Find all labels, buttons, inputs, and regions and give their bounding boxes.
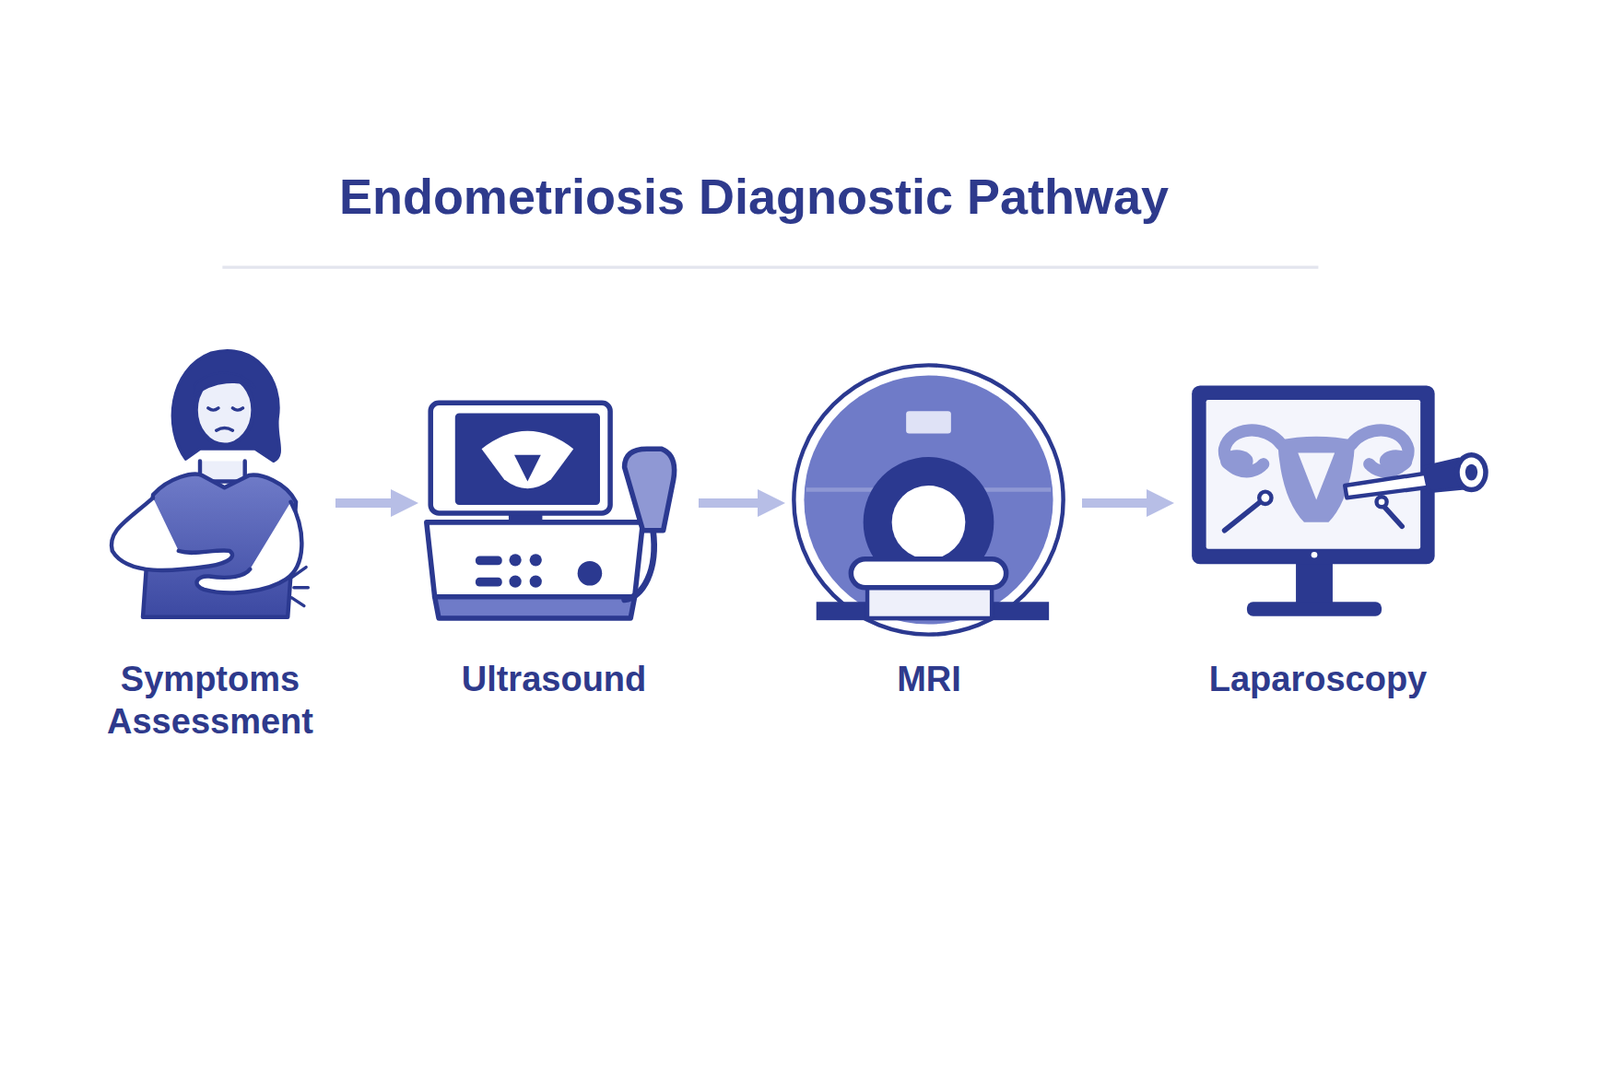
pathway-step: Laparoscopy [1179, 345, 1457, 701]
laparoscopy-icon [1191, 386, 1486, 617]
pathway-step: MRI [790, 345, 1068, 701]
mri-scanner-icon [793, 364, 1063, 635]
step-label: Ultrasound [423, 658, 684, 701]
ultrasound-icon [426, 402, 675, 619]
diagram-title: Endometriosis Diagnostic Pathway [247, 167, 1261, 225]
pathway-step: Ultrasound [423, 345, 684, 701]
flow-arrow [1082, 498, 1153, 508]
flow-arrow [335, 498, 397, 508]
step-label: MRI [790, 658, 1068, 701]
step-label: Laparoscopy [1179, 658, 1457, 701]
flow-arrow [698, 498, 764, 508]
step-label: Symptoms Assessment [99, 658, 321, 743]
title-rule [222, 265, 1318, 269]
patient-icon [111, 351, 308, 618]
pathway-step: Symptoms Assessment [99, 345, 321, 743]
